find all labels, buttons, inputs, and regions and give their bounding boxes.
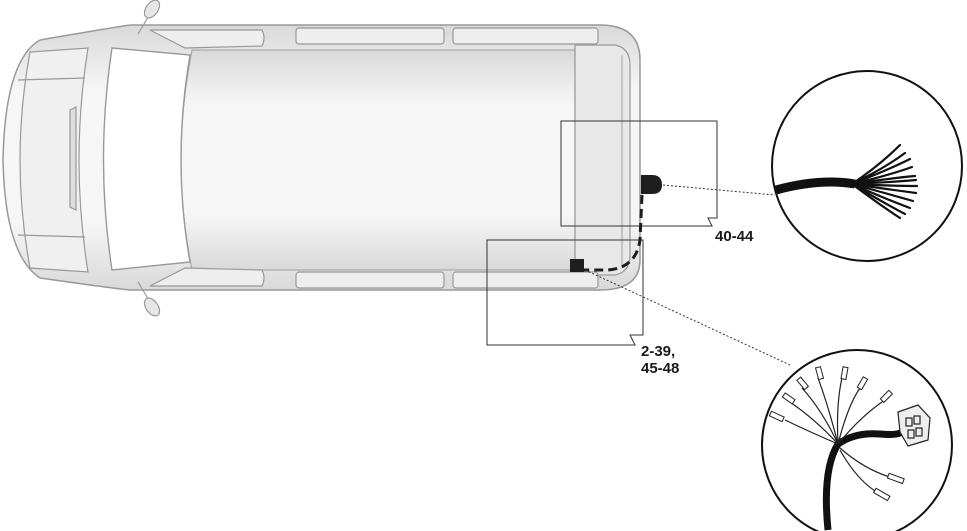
detail-cable-bundle — [771, 70, 963, 262]
windshield — [102, 47, 191, 271]
detail-connector-harness — [761, 349, 953, 531]
callout-label-2-39-45-48: 2-39, 45-48 — [641, 343, 679, 377]
plug-connector-icon — [897, 404, 931, 447]
connector-module-icon — [570, 259, 584, 272]
leader-line-rear — [662, 184, 776, 196]
mirrors — [137, 0, 161, 317]
rear-section — [574, 44, 631, 276]
callout-label-text: 40-44 — [715, 228, 754, 245]
leader-line-side — [584, 269, 791, 366]
rear-socket-icon — [641, 175, 662, 194]
side-rails — [149, 27, 599, 289]
callout-label-line2: 45-48 — [641, 360, 680, 377]
harness-route — [582, 194, 644, 272]
callout-box-side — [486, 239, 644, 346]
hood — [17, 47, 89, 273]
callout-label-line1: 2-39, — [641, 343, 676, 360]
cargo-roof — [180, 49, 576, 271]
callout-label-40-44: 40-44 — [715, 228, 753, 245]
callout-box-rear — [560, 120, 718, 227]
